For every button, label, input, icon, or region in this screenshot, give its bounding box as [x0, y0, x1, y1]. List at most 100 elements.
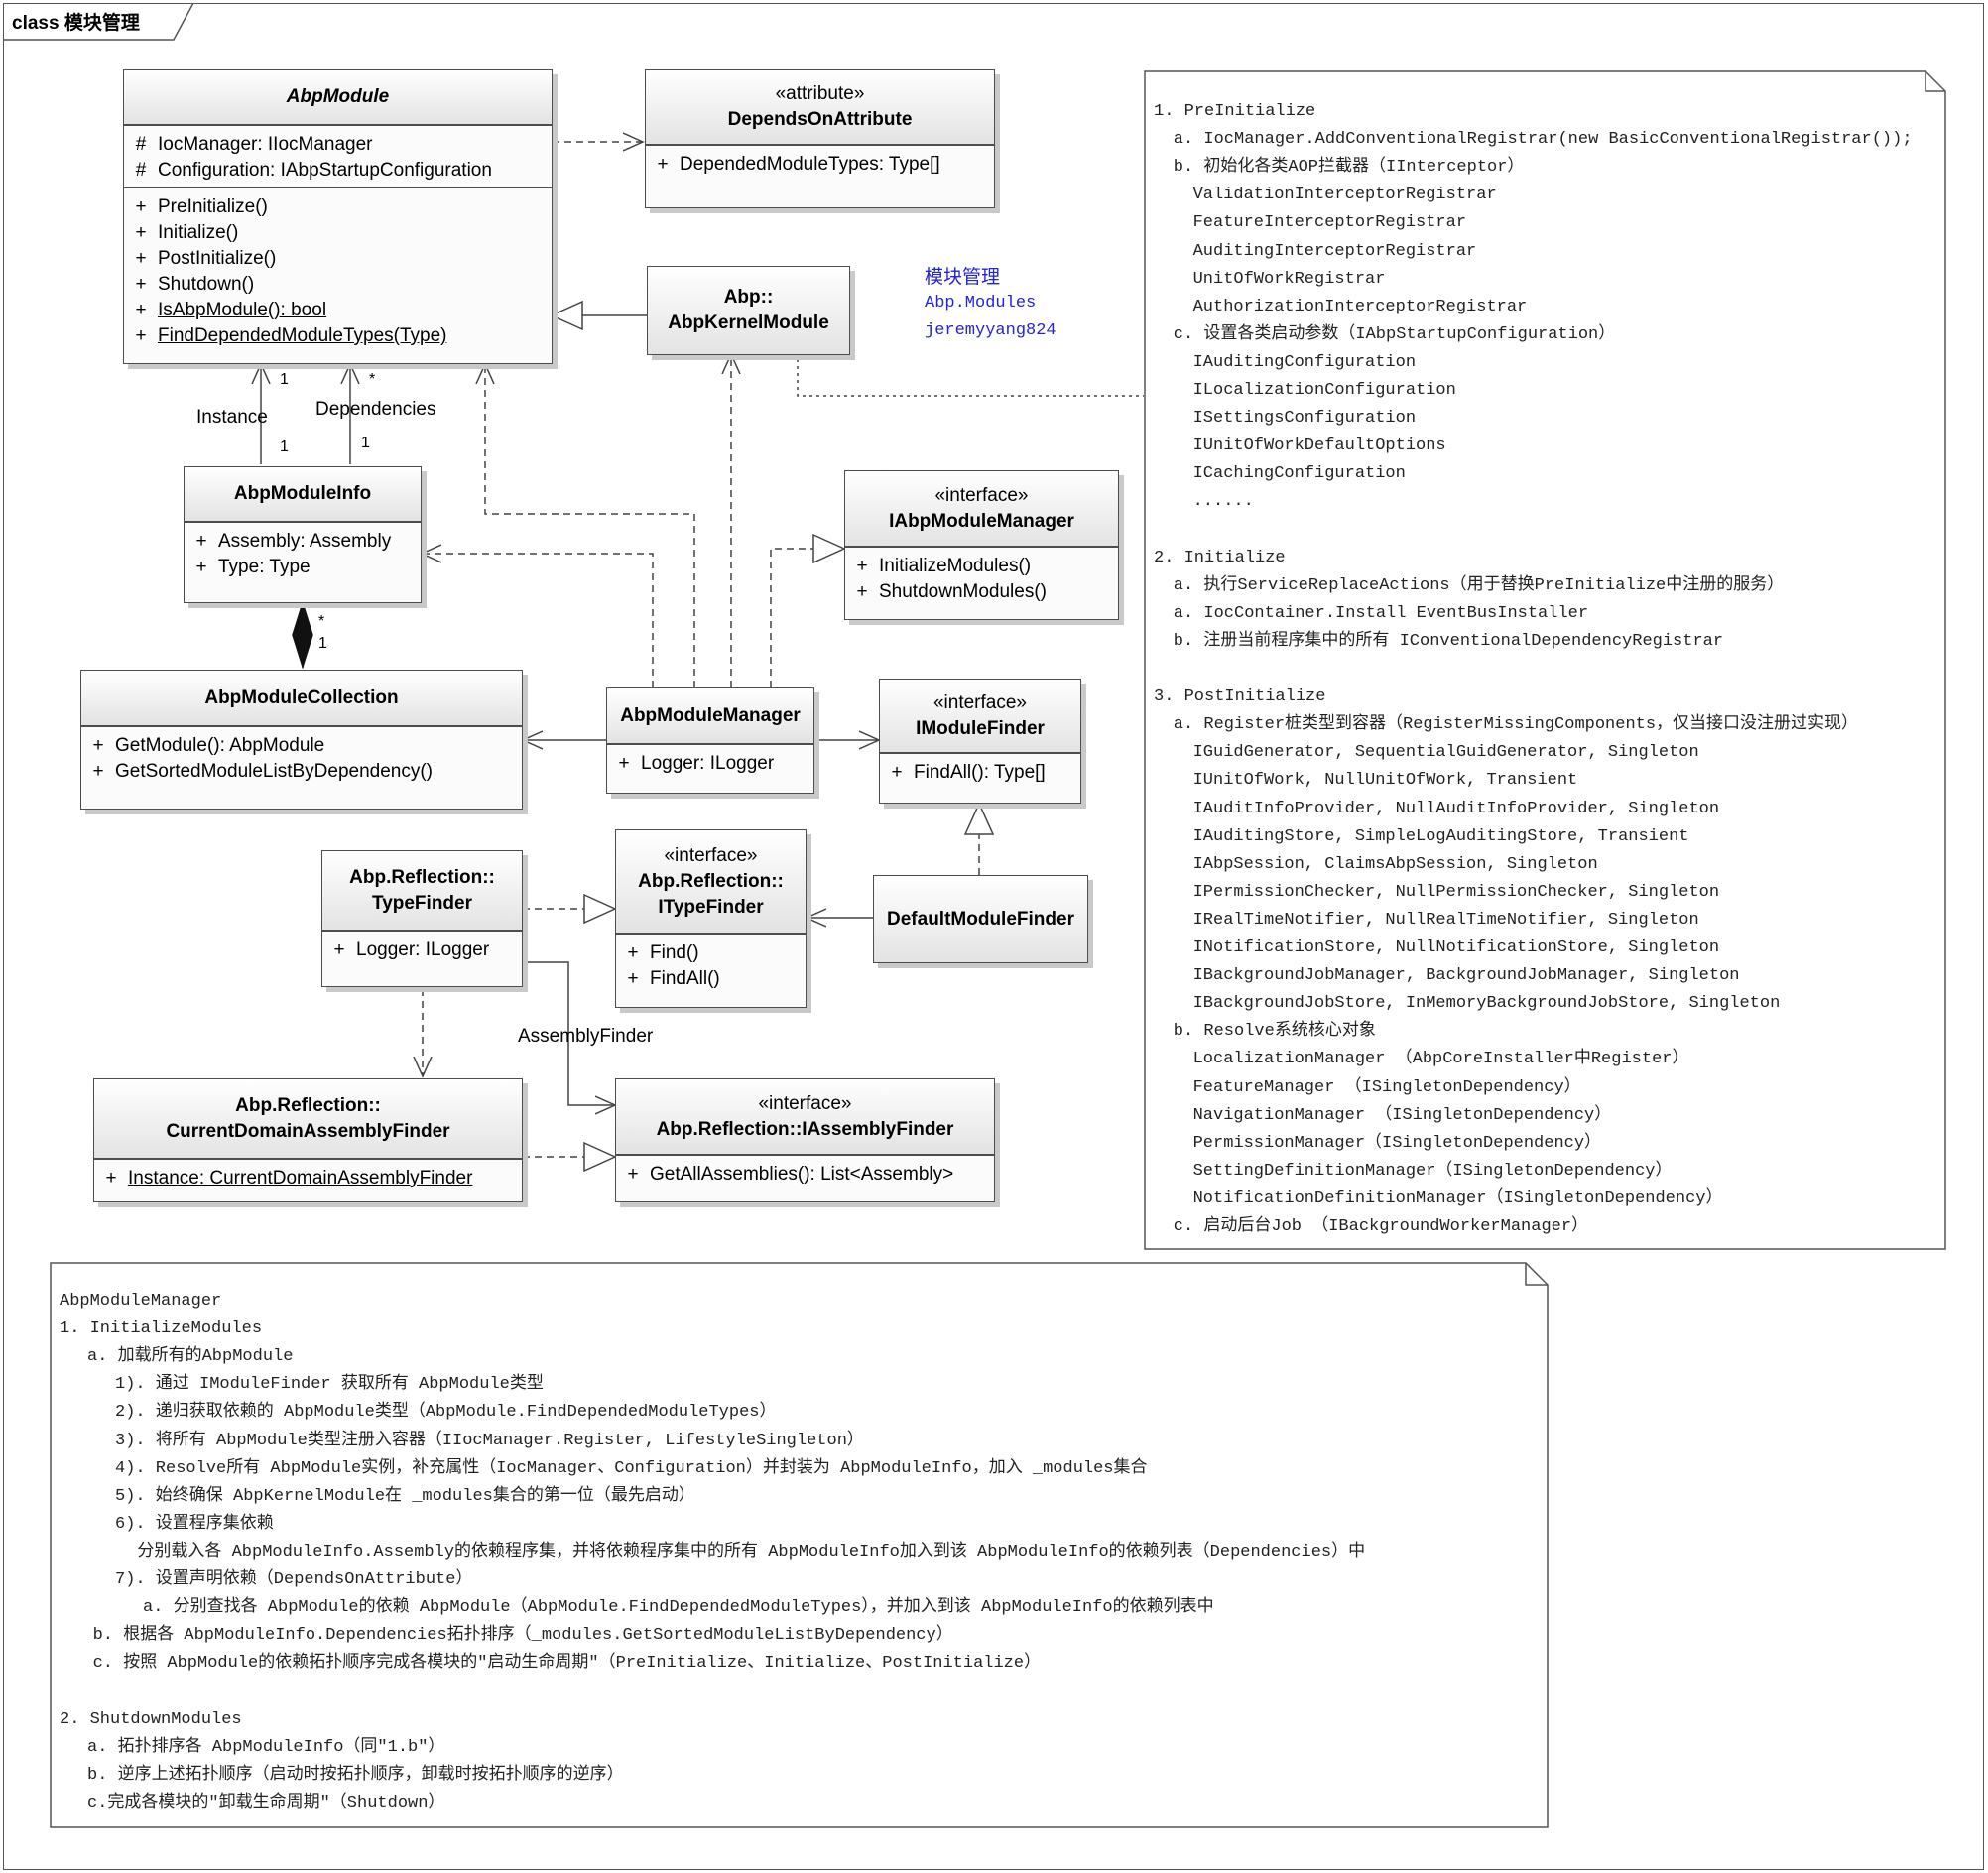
class-name: CurrentDomainAssemblyFinder — [166, 1120, 450, 1142]
class-name: DefaultModuleFinder — [887, 908, 1074, 930]
label-instance: Instance — [196, 407, 268, 428]
operation-text: GetSortedModuleListByDependency() — [115, 761, 434, 782]
operation-row: +IsAbpModule(): bool — [124, 298, 552, 323]
operation-text: FindAll(): Type[] — [914, 762, 1046, 783]
class-abp-module-info: AbpModuleInfo +Assembly: Assembly +Type:… — [184, 466, 422, 603]
operation-row: +FindAll(): Type[] — [880, 760, 1080, 786]
operation-text: Find() — [650, 942, 699, 963]
visibility: + — [195, 531, 207, 552]
note-line: IPermissionChecker, NullPermissionChecke… — [1192, 882, 1720, 902]
operation-text: PreInitialize() — [158, 196, 268, 217]
visibility: + — [856, 581, 868, 602]
note-line: a. 拓扑排序各 AbpModuleInfo（同"1.b"） — [87, 1737, 445, 1757]
attribute-row: +DependedModuleTypes: Type[] — [646, 152, 994, 178]
note-line: a. Register桩类型到容器（RegisterMissingCompone… — [1173, 715, 1859, 735]
visibility: + — [135, 274, 147, 295]
visibility: + — [135, 325, 147, 346]
attribute-text: Configuration: IAbpStartupConfiguration — [158, 160, 492, 181]
operation-text: FindAll() — [650, 968, 720, 989]
stereotype: «interface» — [758, 1092, 852, 1114]
note-line: PermissionManager（ISingletonDependency） — [1192, 1133, 1602, 1153]
operation-text: FindDependedModuleTypes(Type) — [158, 325, 447, 346]
attribute-text: Type: Type — [218, 557, 311, 577]
operation-text: GetAllAssemblies(): List<Assembly> — [650, 1164, 954, 1185]
note-line: 分别载入各 AbpModuleInfo.Assembly的依赖程序集，并将依赖程… — [137, 1542, 1366, 1561]
attribute-text: IocManager: IIocManager — [158, 134, 373, 155]
attribute-row: + Logger: ILogger — [607, 751, 813, 777]
class-name: ITypeFinder — [658, 896, 764, 918]
realization-manager-interface — [770, 549, 844, 687]
attribute-text: Instance: CurrentDomainAssemblyFinder — [128, 1168, 473, 1188]
note-line: IAuditingConfiguration — [1192, 352, 1417, 372]
visibility: + — [135, 300, 147, 320]
class-abp-kernel-module: Abp:: AbpKernelModule — [647, 266, 850, 355]
attribute-text: Logger: ILogger — [641, 753, 775, 774]
author-note-title: 模块管理 — [925, 267, 1001, 288]
diagram-frame — [3, 3, 1984, 1870]
note-line: b. 注册当前程序集中的所有 IConventionalDependencyRe… — [1173, 631, 1724, 651]
operation-row: +InitializeModules() — [845, 554, 1118, 579]
note-line: ISettingsConfiguration — [1192, 409, 1417, 429]
frame-title: class 模块管理 — [12, 13, 140, 34]
note-line: AuthorizationInterceptorRegistrar — [1192, 297, 1528, 316]
operation-section: +Find() +FindAll() — [616, 934, 806, 996]
visibility: + — [92, 735, 104, 756]
note-line: ICachingConfiguration — [1192, 464, 1406, 484]
operation-row: +ShutdownModules() — [845, 579, 1118, 605]
class-name: AbpModuleManager — [620, 704, 801, 726]
note-line: 2). 递归获取依赖的 AbpModule类型（AbpModule.FindDe… — [115, 1403, 777, 1423]
note-line: b. 逆序上述拓扑顺序（启动时按拓扑顺序，卸载时按拓扑顺序的逆序） — [87, 1765, 624, 1785]
visibility: + — [135, 222, 147, 243]
visibility: + — [135, 196, 147, 217]
attribute-row: #IocManager: IIocManager — [124, 132, 552, 158]
note-line: 6). 设置程序集依赖 — [115, 1514, 274, 1534]
operation-text: InitializeModules() — [879, 556, 1032, 576]
class-name: AbpModule — [286, 86, 390, 107]
association-typefinder-assemblyfinder — [523, 961, 615, 1105]
class-namespace: Abp:: — [723, 287, 774, 308]
note-line: UnitOfWorkRegistrar — [1192, 269, 1386, 289]
note-line: ILocalizationConfiguration — [1192, 381, 1456, 400]
note-line: IGuidGenerator, SequentialGuidGenerator,… — [1192, 743, 1699, 763]
interface-itype-finder: «interface» Abp.Reflection:: ITypeFinder… — [615, 829, 807, 1008]
attribute-section: +Logger: ILogger — [322, 931, 522, 967]
mult-instance-top: 1 — [280, 371, 289, 388]
note-line: c. 设置各类启动参数（IAbpStartupConfiguration） — [1173, 324, 1616, 344]
operation-section: +GetAllAssemblies(): List<Assembly> — [616, 1155, 994, 1191]
attribute-row: +Instance: CurrentDomainAssemblyFinder — [94, 1166, 522, 1191]
operation-text: GetModule(): AbpModule — [115, 735, 325, 756]
attribute-section: +Instance: CurrentDomainAssemblyFinder — [94, 1159, 522, 1195]
note-line: FeatureInterceptorRegistrar — [1192, 213, 1467, 233]
note-line: IBackgroundJobStore, InMemoryBackgroundJ… — [1192, 994, 1781, 1014]
mult-composition-one: 1 — [318, 635, 327, 652]
attribute-row: #Configuration: IAbpStartupConfiguration — [124, 158, 552, 184]
class-namespace: Abp.Reflection:: — [349, 866, 495, 888]
note-line: c. 按照 AbpModule的依赖拓扑顺序完成各模块的"启动生命周期"（Pre… — [92, 1654, 1042, 1674]
operation-section: +PreInitialize() +Initialize() +PostInit… — [124, 187, 552, 353]
stereotype: «interface» — [932, 691, 1027, 713]
class-name: DependsOnAttribute — [727, 109, 913, 130]
note-line: 2. Initialize — [1154, 548, 1286, 567]
interface-imodule-finder: «interface» IModuleFinder +FindAll(): Ty… — [879, 679, 1081, 804]
class-name: AbpKernelModule — [668, 312, 829, 333]
class-name: AbpModuleInfo — [233, 483, 372, 504]
attribute-section: +DependedModuleTypes: Type[] — [646, 145, 994, 182]
note-line: LocalizationManager （AbpCoreInstaller中Re… — [1192, 1050, 1689, 1069]
operation-row: +Find() — [616, 940, 806, 966]
mult-deps-top: * — [369, 371, 376, 388]
note-line: IAuditingStore, SimpleLogAuditingStore, … — [1192, 826, 1689, 846]
operation-row: +PostInitialize() — [124, 246, 552, 272]
attribute-row: +Logger: ILogger — [322, 937, 522, 963]
author-note-namespace: Abp.Modules — [925, 294, 1037, 312]
operation-text: PostInitialize() — [158, 248, 277, 269]
visibility: + — [195, 557, 207, 577]
class-name: TypeFinder — [372, 892, 472, 914]
note-line: IUnitOfWork, NullUnitOfWork, Transient — [1192, 771, 1578, 791]
note-line: c. 启动后台Job （IBackgroundWorkerManager） — [1173, 1217, 1589, 1236]
note-line: a. 加载所有的AbpModule — [87, 1347, 294, 1367]
visibility: + — [618, 753, 630, 774]
